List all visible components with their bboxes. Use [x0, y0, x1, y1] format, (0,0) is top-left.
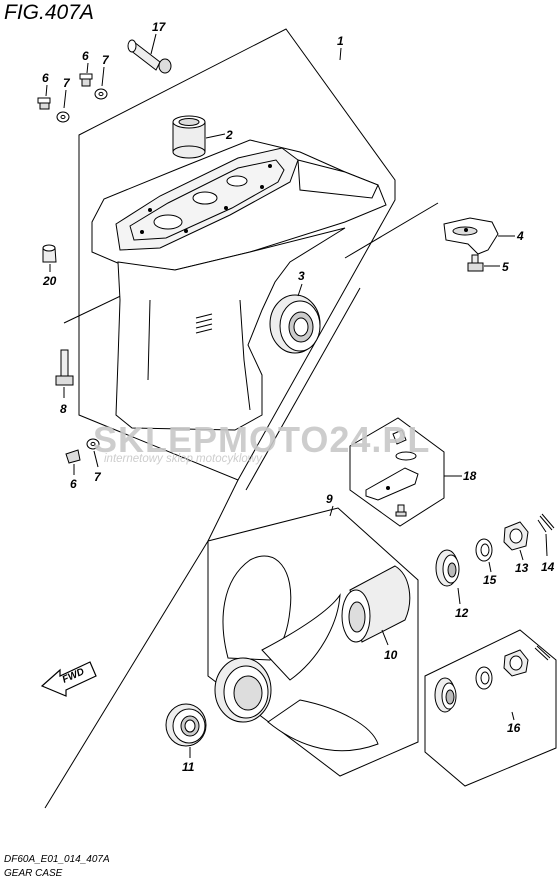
washer-part-7-left[interactable]	[56, 111, 70, 123]
callout-16: 16	[507, 721, 521, 735]
nut-part-13[interactable]	[503, 521, 529, 551]
thrust-washer-part-11[interactable]	[165, 703, 207, 747]
divider-line	[344, 202, 439, 259]
callout-9: 9	[326, 492, 333, 506]
trim-tab-box	[349, 417, 445, 527]
propeller-part-9[interactable]	[214, 555, 379, 752]
callout-7-left: 7	[63, 76, 71, 90]
bolt-part-5[interactable]	[467, 254, 484, 272]
figure-title: FIG.407A	[4, 1, 94, 24]
anode-part-4[interactable]	[443, 217, 499, 255]
bearing-part-3[interactable]	[269, 294, 321, 354]
callout-10: 10	[384, 648, 398, 662]
callout-6-lower: 6	[70, 477, 77, 491]
watermark-subtext: internetowy sklep motocyklowy	[104, 453, 263, 465]
callout-4: 4	[516, 229, 524, 243]
callout-11: 11	[182, 760, 195, 774]
callout-6-left: 6	[42, 71, 49, 85]
callout-13: 13	[515, 561, 529, 575]
fwd-arrow: FWD	[40, 661, 97, 697]
bushing-part-10[interactable]	[341, 565, 411, 643]
washer-part-15[interactable]	[475, 538, 493, 562]
bolt-part-6-left[interactable]	[37, 97, 51, 110]
callout-3: 3	[298, 269, 305, 283]
gear-case-body[interactable]	[91, 139, 387, 431]
callout-14: 14	[541, 560, 555, 574]
callout-20: 20	[42, 274, 57, 288]
callout-12: 12	[455, 606, 469, 620]
bolt-part-6-upper[interactable]	[79, 73, 93, 87]
callout-5: 5	[502, 260, 509, 274]
prop-kit-box	[424, 629, 557, 787]
callout-2: 2	[225, 128, 233, 142]
prop-kit-part-16[interactable]	[434, 645, 551, 713]
callout-7-upper: 7	[102, 53, 110, 67]
callout-6-upper: 6	[82, 49, 89, 63]
cotter-pin-part-14[interactable]	[537, 513, 555, 533]
propeller-box	[207, 507, 419, 777]
watermark-text: SKLEPMOTO24.PL	[93, 419, 430, 460]
grommet-part-20[interactable]	[42, 244, 57, 263]
bolt-part-6-lower[interactable]	[65, 449, 81, 464]
stud-part-8[interactable]	[55, 349, 74, 386]
washer-part-7-lower[interactable]	[86, 438, 100, 450]
figure-code: DF60A_E01_014_407A	[4, 854, 110, 865]
watermark: SKLEPMOTO24.PL internetowy sklep motocyk…	[93, 419, 430, 465]
trim-tab-part-18[interactable]	[365, 429, 419, 517]
plug-part-17[interactable]	[127, 39, 172, 74]
gear-case-box	[78, 28, 396, 481]
callout-7-lower: 7	[94, 470, 102, 484]
figure-caption: GEAR CASE	[4, 868, 63, 879]
washer-part-7-upper[interactable]	[94, 88, 108, 100]
leader-to-propeller	[245, 287, 361, 491]
callout-18: 18	[463, 469, 477, 483]
spacer-part-12[interactable]	[435, 549, 460, 587]
bushing-part-2[interactable]	[172, 115, 206, 159]
callout-1: 1	[337, 34, 344, 48]
callout-15: 15	[483, 573, 497, 587]
callout-17: 17	[152, 20, 167, 34]
callout-8: 8	[60, 402, 67, 416]
